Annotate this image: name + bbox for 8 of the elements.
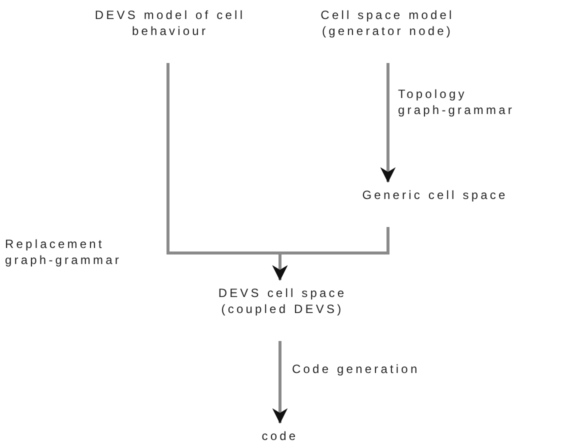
node-text: DEVS model of cell behaviour [94, 7, 246, 39]
node-text: DEVS cell space (coupled DEVS) [217, 285, 348, 317]
arrow [380, 63, 396, 183]
node-text: Cell space model (generator node) [320, 7, 456, 39]
arrow [272, 227, 390, 281]
node-text: Generic cell space [361, 187, 509, 203]
node-text: code [260, 428, 300, 444]
arrow [272, 341, 288, 424]
